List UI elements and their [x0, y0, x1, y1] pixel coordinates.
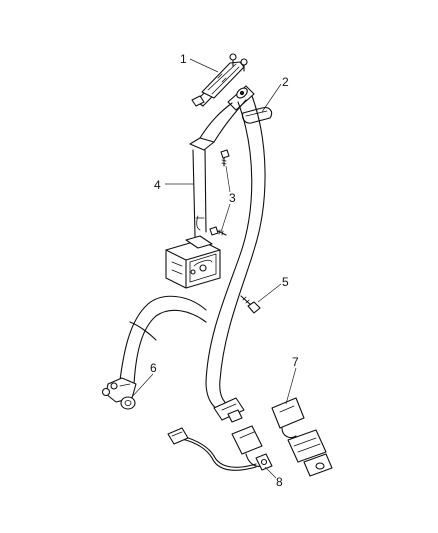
leader-1: [189, 58, 219, 73]
part-1-height-adjuster: [191, 53, 248, 107]
retractor-assembly: [165, 235, 221, 289]
leader-8: [264, 466, 277, 479]
leader-6: [130, 373, 154, 399]
part-6-washer: [120, 396, 136, 410]
callout-6: 6: [150, 361, 157, 375]
leader-3-lower: [220, 203, 231, 233]
part-5-anchor-bolt: [240, 295, 261, 314]
leader-lines: [130, 58, 297, 479]
part-3-screws: [209, 149, 230, 236]
callout-3: 3: [229, 191, 236, 205]
callout-4: 4: [154, 178, 161, 192]
screw-lower: [209, 226, 227, 236]
screw-upper: [220, 149, 230, 167]
d-ring-turning-loop: [227, 85, 255, 111]
callout-7: 7: [292, 355, 299, 369]
callout-8: 8: [276, 475, 283, 489]
callout-1: 1: [180, 52, 187, 66]
part-8-buckle-with-wire: [167, 425, 273, 471]
part-2-d-ring-cover: [241, 107, 273, 124]
leader-5: [257, 283, 282, 303]
leader-3-upper: [225, 165, 231, 193]
latch-plate: [213, 397, 245, 423]
shoulder-belt-webbing: [199, 95, 266, 415]
callout-5: 5: [282, 275, 289, 289]
leader-7: [285, 367, 297, 405]
lap-belt-webbing: [101, 295, 207, 403]
callout-labels: 1 2 3 4 5 6 7 8: [150, 52, 299, 489]
leader-2: [261, 83, 282, 113]
part-7-buckle-assembly: [271, 397, 333, 477]
callout-2: 2: [282, 75, 289, 89]
